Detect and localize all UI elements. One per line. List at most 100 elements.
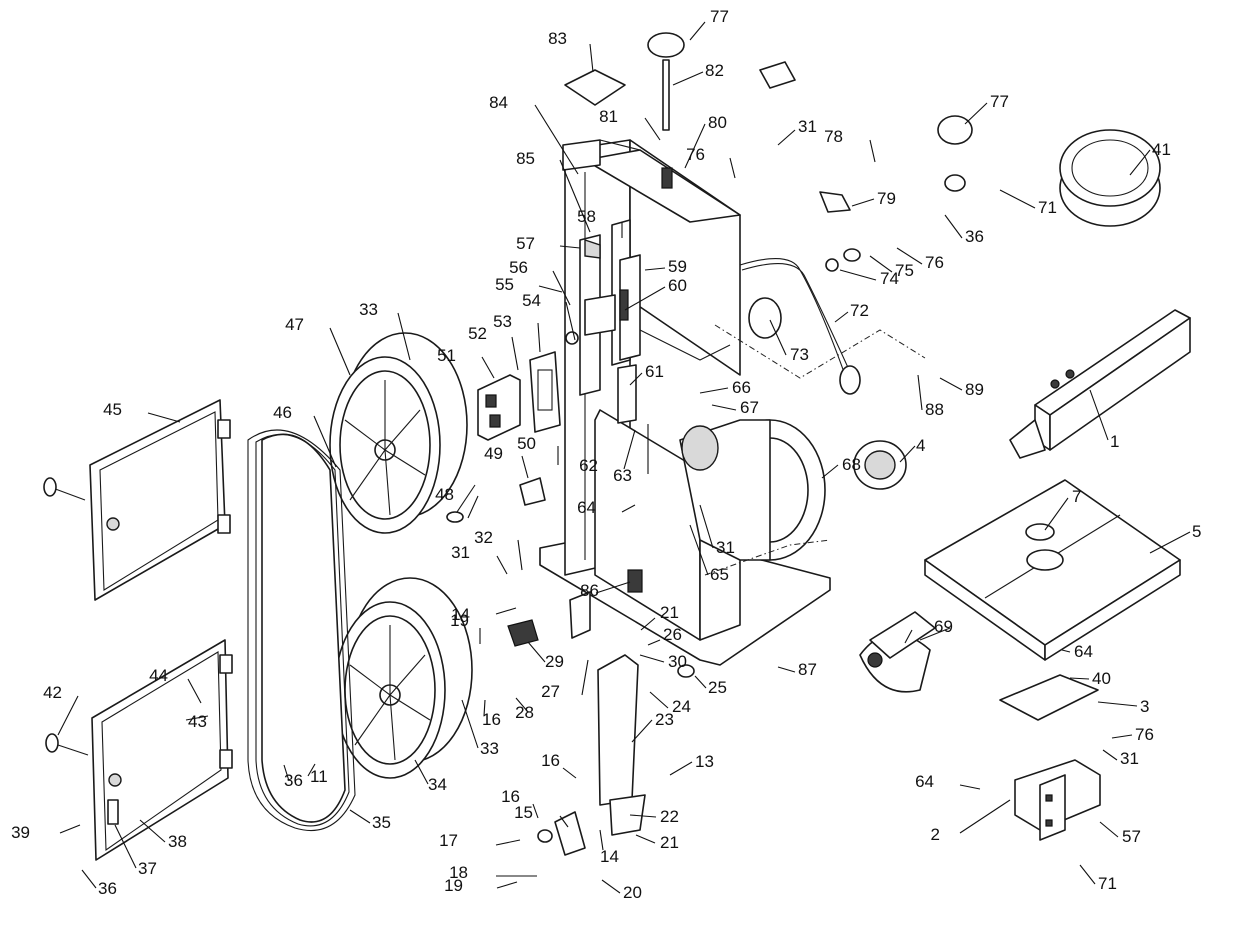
callout-36c: 36 (81, 869, 117, 898)
dust-port (1059, 129, 1161, 227)
callout-17: 17 (439, 831, 521, 850)
lower-wheel (334, 577, 473, 779)
callout-20: 20 (601, 879, 642, 902)
callout-label: 31 (716, 538, 735, 557)
callout-leader (59, 824, 81, 834)
callout-label: 11 (310, 767, 328, 786)
callout-leader (496, 555, 508, 575)
callout-53: 53 (493, 312, 541, 353)
callout-40: 40 (1069, 669, 1111, 688)
callout-label: 18 (449, 863, 468, 882)
callout-label: 24 (672, 697, 691, 716)
callout-21b: 21 (635, 833, 679, 852)
callout-label: 64 (915, 772, 934, 791)
callout-label: 23 (655, 710, 674, 729)
callout-leader (559, 245, 581, 249)
callout-label: 37 (138, 859, 157, 878)
callout-label: 25 (708, 678, 727, 697)
callout-leader (1089, 389, 1109, 441)
lower-door (45, 639, 233, 861)
callout-label: 56 (509, 258, 528, 277)
callout-leader (964, 102, 988, 125)
callout-26: 26 (647, 625, 682, 646)
callout-label: 29 (545, 652, 564, 671)
callout-leader (1099, 821, 1119, 838)
callout-label: 22 (660, 807, 679, 826)
callout-leader (307, 763, 316, 777)
callout-label: 3 (1140, 697, 1149, 716)
callout-16c: 16 (501, 787, 539, 819)
callout-label: 46 (273, 403, 292, 422)
callout-leader (581, 659, 589, 696)
callout-leader (917, 374, 923, 411)
callout-leader (999, 189, 1036, 209)
callout-label: 76 (925, 253, 944, 272)
callout-label: 53 (493, 312, 512, 331)
callout-leader (669, 761, 693, 776)
callout-label: 7 (1072, 487, 1081, 506)
callout-24: 24 (649, 691, 691, 716)
callout-16b: 16 (541, 751, 577, 779)
callout-31d: 31 (1102, 749, 1139, 768)
callout-51: 51 (437, 346, 495, 379)
callout-77a: 77 (689, 7, 729, 41)
callout-14a: 14 (451, 605, 517, 624)
switch-box (477, 351, 561, 441)
callout-label: 31 (451, 543, 470, 562)
callout-52: 52 (468, 324, 519, 371)
callout-label: 45 (103, 400, 122, 419)
callout-31a: 31 (451, 543, 508, 575)
callout-label: 40 (1092, 669, 1111, 688)
callout-leader (329, 327, 351, 376)
callout-leader (711, 404, 737, 411)
callout-label: 67 (740, 398, 759, 417)
callout-leader (559, 815, 569, 828)
callout-label: 36 (284, 771, 303, 790)
callout-label: 77 (710, 7, 729, 26)
callout-label: 27 (541, 682, 560, 701)
callout-label: 61 (645, 362, 664, 381)
callout-label: 65 (710, 565, 729, 584)
callout-leader (496, 881, 518, 889)
callout-label: 19 (444, 876, 463, 895)
callout-label: 31 (798, 117, 817, 136)
callout-label: 5 (1192, 522, 1201, 541)
callout-31c: 31 (699, 504, 735, 557)
callout-leader (959, 784, 981, 790)
callout-leader (621, 504, 636, 513)
callout-69: 69 (904, 617, 953, 644)
callout-leader (623, 429, 636, 470)
callout-label: 69 (934, 617, 953, 636)
callout-leader (1079, 864, 1096, 885)
callout-leader (511, 336, 519, 371)
callout-label: 81 (599, 107, 618, 126)
callout-37: 37 (114, 824, 157, 878)
callout-label: 28 (515, 703, 534, 722)
callout-leader (1061, 649, 1071, 653)
callout-label: 71 (1038, 198, 1057, 217)
callout-16a: 16 (482, 699, 501, 729)
callout-65: 65 (689, 524, 729, 584)
callout-label: 89 (965, 380, 984, 399)
callout-28: 28 (515, 697, 534, 722)
callout-48: 48 (435, 485, 479, 519)
callout-leader (521, 455, 529, 479)
callout-label: 36 (98, 879, 117, 898)
callout-leader (495, 607, 517, 615)
callout-15: 15 (514, 803, 569, 828)
callout-label: 31 (1120, 749, 1139, 768)
callout-label: 52 (468, 324, 487, 343)
callout-label: 63 (613, 466, 632, 485)
callout-leader (959, 799, 1011, 834)
callout-76a: 76 (686, 145, 736, 179)
callout-86: 86 (580, 581, 631, 600)
callout-25: 25 (694, 675, 727, 697)
callout-84: 84 (489, 93, 579, 175)
callout-label: 43 (188, 712, 207, 731)
callout-leader (1069, 677, 1090, 680)
callout-29: 29 (527, 641, 564, 671)
callout-leader (185, 715, 209, 721)
callout-leader (869, 255, 893, 273)
callout-43: 43 (185, 712, 209, 731)
